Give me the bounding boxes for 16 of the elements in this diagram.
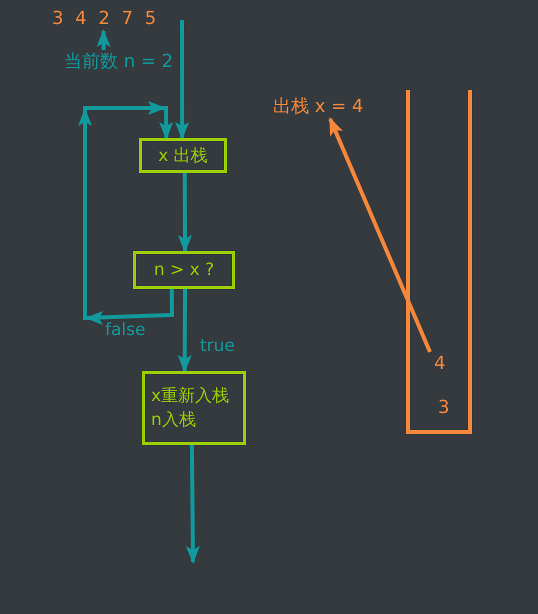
- stack-container: [406, 90, 472, 434]
- current-number-label: 当前数 n = 2: [64, 50, 184, 76]
- stack-item: 3: [438, 396, 452, 418]
- popped-value-label: 出栈 x = 4: [273, 95, 383, 119]
- process-box: x 出栈: [139, 138, 227, 173]
- process-box: x重新入栈 n入栈: [142, 371, 246, 445]
- arrow: [78, 101, 174, 325]
- number-sequence: 3 4 2 7 5: [52, 7, 164, 31]
- arrow: [186, 444, 200, 564]
- arrow: [328, 117, 432, 353]
- arrow: [178, 173, 192, 253]
- stack-item: 4: [434, 352, 448, 374]
- decision-box: n > x ?: [133, 251, 235, 289]
- arrow: [96, 29, 111, 50]
- arrow: [175, 20, 190, 140]
- arrow: [178, 289, 192, 373]
